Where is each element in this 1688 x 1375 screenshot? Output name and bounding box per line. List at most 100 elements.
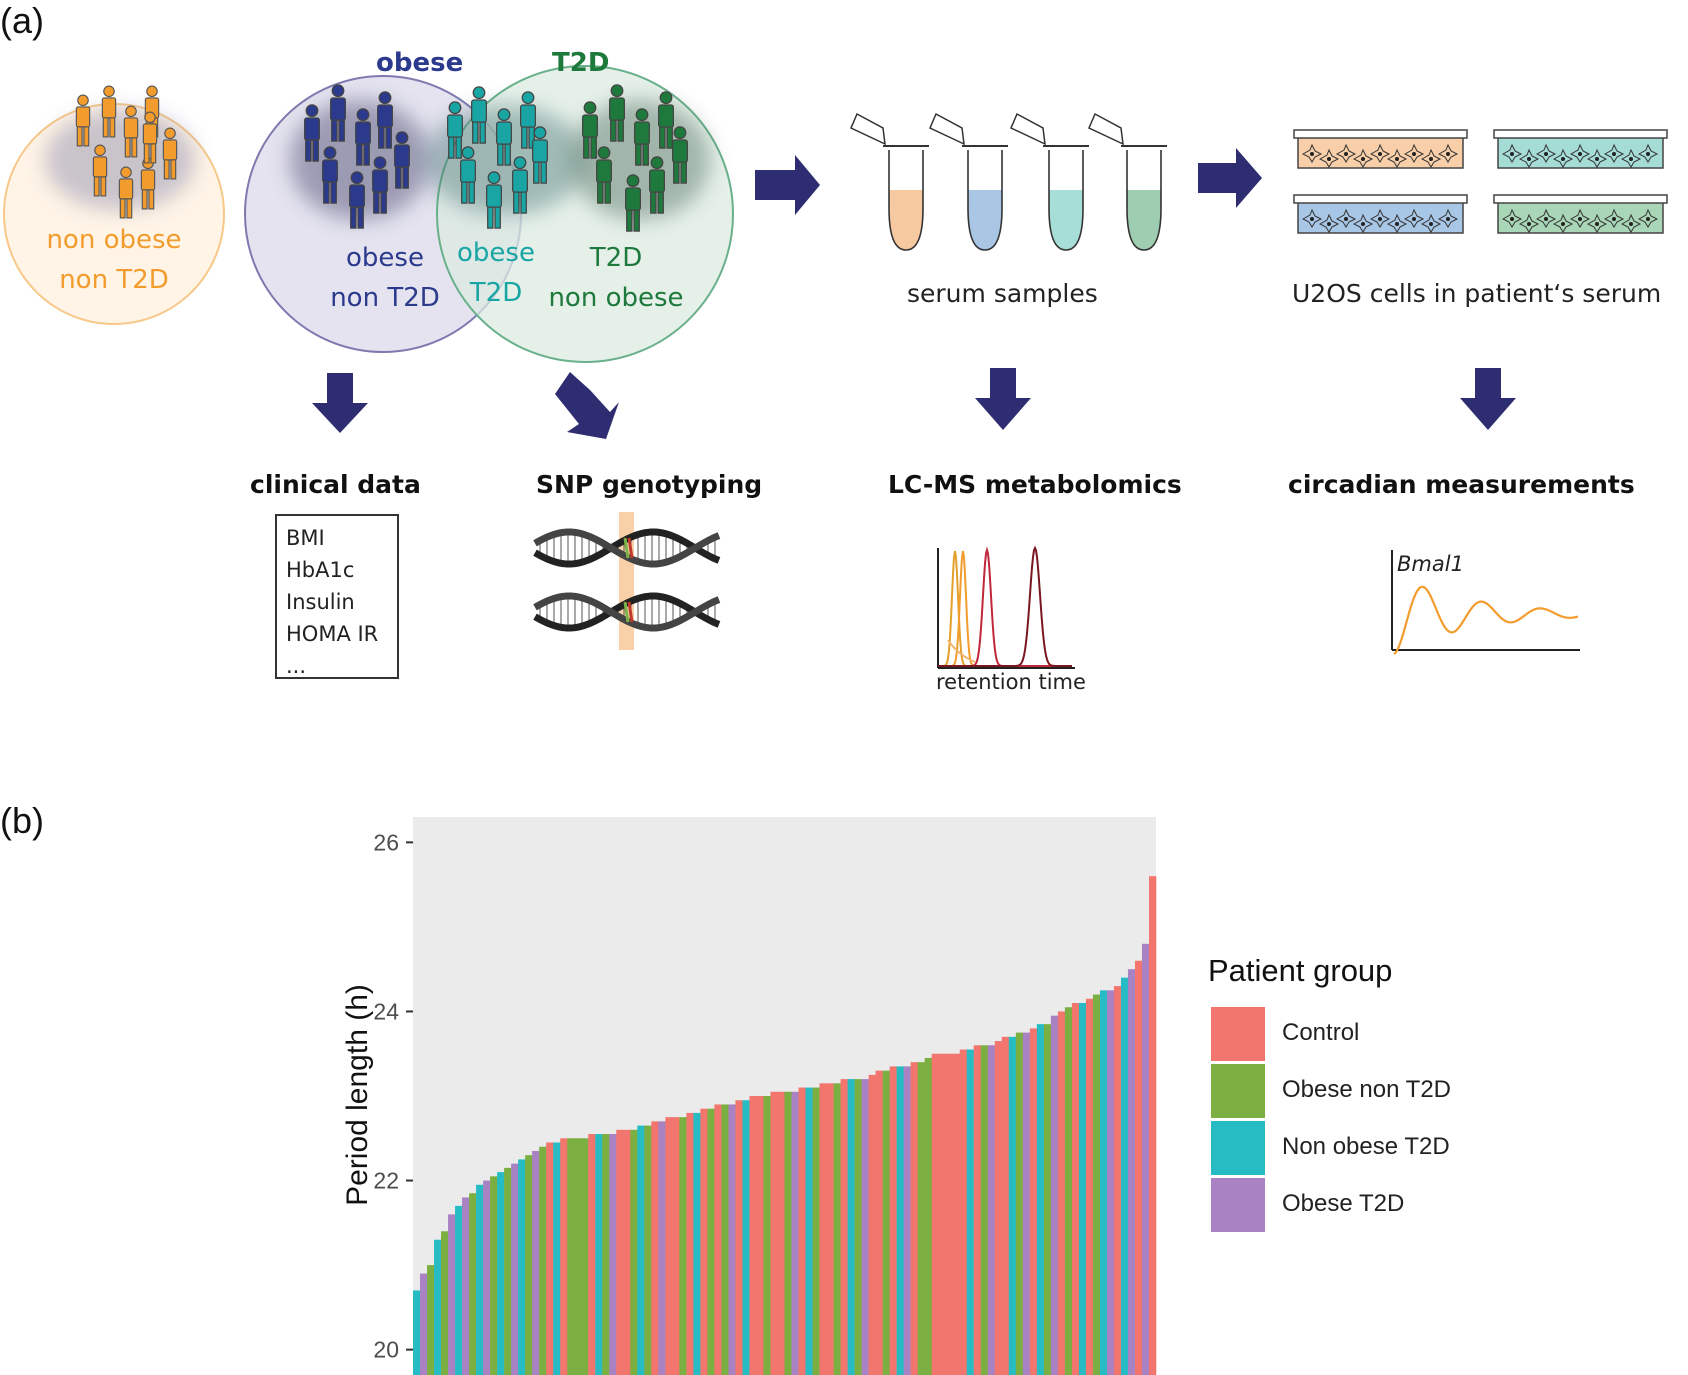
bar <box>1078 1003 1087 1375</box>
bar <box>847 1079 855 1375</box>
bar <box>1001 1036 1010 1375</box>
cell-culture-dishes <box>1293 129 1668 234</box>
lcms-metabolomics-heading: LC-MS metabolomics <box>888 470 1182 499</box>
petri-dish-icon <box>1293 129 1468 169</box>
bar <box>441 1231 449 1375</box>
bar <box>1092 994 1101 1375</box>
bar <box>588 1134 596 1375</box>
bar <box>875 1070 883 1375</box>
bar <box>903 1066 911 1375</box>
obese-t2d-label: obese T2D <box>457 238 535 308</box>
bar <box>1134 960 1143 1375</box>
bar <box>1141 943 1150 1375</box>
bar <box>434 1239 442 1375</box>
legend-swatch <box>1211 1121 1265 1175</box>
dna-strand <box>533 592 721 632</box>
bar <box>805 1087 813 1375</box>
bar <box>1022 1032 1031 1375</box>
serum-tubes <box>850 112 1167 251</box>
obese-non-t2d-label: obese non T2D <box>330 243 440 313</box>
panel-b-label: (b) <box>0 800 44 841</box>
study-design-diagram <box>3 65 1668 669</box>
legend-label: Non obese T2D <box>1282 1133 1450 1160</box>
bar <box>1057 1011 1066 1375</box>
bar <box>455 1205 463 1375</box>
bar <box>959 1049 968 1375</box>
bar <box>693 1112 701 1375</box>
bar <box>602 1134 610 1375</box>
bar <box>546 1142 554 1375</box>
bar <box>1099 990 1108 1375</box>
bar <box>539 1146 547 1375</box>
legend-label: Obese T2D <box>1282 1190 1405 1217</box>
bar <box>658 1121 666 1375</box>
arrow-down-icon <box>1460 368 1516 430</box>
bar <box>784 1091 792 1375</box>
bar <box>574 1138 582 1375</box>
bar <box>917 1062 925 1375</box>
clinical-item: ... <box>286 654 307 678</box>
petri-dish-icon <box>1293 194 1468 234</box>
bar <box>609 1134 617 1375</box>
clinical-data-heading: clinical data <box>250 470 421 499</box>
bar <box>931 1053 940 1375</box>
bar <box>504 1167 512 1375</box>
bar <box>686 1112 694 1375</box>
bar <box>413 1290 421 1375</box>
bar <box>560 1138 568 1375</box>
bar <box>469 1193 477 1375</box>
bar <box>749 1096 757 1375</box>
clinical-item: HbA1c <box>286 558 355 582</box>
arrow-down-diagonal-icon <box>555 372 619 439</box>
bar <box>987 1045 996 1375</box>
bar <box>483 1180 491 1375</box>
bar <box>994 1041 1003 1375</box>
petri-dish-icon <box>1493 129 1668 169</box>
legend-title: Patient group <box>1208 953 1393 988</box>
bar <box>840 1079 848 1375</box>
y-tick-label: 20 <box>373 1337 399 1363</box>
bar <box>973 1045 982 1375</box>
legend-label: Control <box>1282 1019 1360 1046</box>
bar <box>581 1138 589 1375</box>
clinical-item: BMI <box>286 526 325 550</box>
bar <box>637 1125 645 1375</box>
bar <box>896 1066 904 1375</box>
clinical-item: Insulin <box>286 590 355 614</box>
bar <box>427 1265 435 1375</box>
bar <box>1127 969 1136 1375</box>
non-obese-non-t2d-label: non obese non T2D <box>46 225 182 295</box>
bar <box>819 1083 827 1375</box>
snp-genotyping-heading: SNP genotyping <box>536 470 763 499</box>
dna-strand <box>533 528 721 568</box>
bar <box>756 1096 764 1375</box>
y-tick-label: 22 <box>373 1168 399 1194</box>
arrow-group <box>312 148 1516 439</box>
legend-swatch <box>1211 1007 1265 1061</box>
bar <box>924 1057 932 1375</box>
bmal1-label: Bmal1 <box>1397 552 1464 576</box>
bar <box>532 1150 540 1375</box>
bar <box>798 1087 806 1375</box>
bar <box>882 1070 890 1375</box>
bar <box>553 1142 561 1375</box>
dna-helix-icon <box>533 528 721 632</box>
bmal1-oscillation-plot <box>1391 550 1580 655</box>
bar <box>861 1079 869 1375</box>
bar <box>938 1053 947 1375</box>
bar <box>854 1079 862 1375</box>
bar <box>1043 1024 1052 1375</box>
bar <box>770 1091 778 1375</box>
bar <box>889 1066 897 1375</box>
bar <box>1113 986 1122 1375</box>
bar <box>651 1121 659 1375</box>
bar <box>616 1129 624 1375</box>
bar <box>672 1117 680 1375</box>
bar <box>1106 990 1115 1375</box>
bar <box>1036 1024 1045 1375</box>
bar <box>1120 977 1129 1375</box>
chromatogram-peak <box>938 545 1072 667</box>
arrow-right-icon <box>755 155 820 215</box>
bar <box>476 1184 484 1375</box>
bar <box>826 1083 834 1375</box>
